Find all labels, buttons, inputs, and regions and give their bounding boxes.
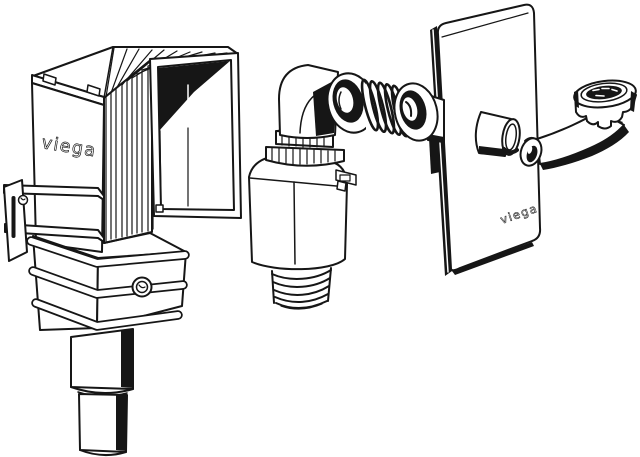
clamp-bands (26, 236, 190, 331)
nut-thread-marks (592, 87, 618, 97)
wall-bracket (3, 179, 105, 262)
frame-shadow (159, 61, 230, 131)
lid-clip (86, 84, 101, 97)
trap-insert (248, 64, 445, 310)
retaining-clip (335, 169, 357, 192)
outlet-sleeve (474, 111, 521, 157)
plate-bottom-edge (452, 242, 534, 275)
bracket-slot (11, 196, 16, 238)
drain-pipe (70, 328, 134, 456)
wall-frame (149, 52, 242, 219)
hose-connector (326, 72, 445, 143)
threaded-outlet (271, 267, 332, 310)
insert-body (248, 155, 348, 271)
sleeve-shading (479, 146, 505, 156)
trap-housing (26, 232, 190, 331)
coupling-nut (573, 79, 637, 130)
pipe-shading (121, 329, 133, 388)
mounting-box: viega (3, 46, 242, 456)
frame-detail (155, 204, 164, 213)
inlet-elbow (278, 64, 339, 139)
bend-shading (540, 125, 629, 170)
lid-clip (42, 73, 57, 86)
pipe-shading (116, 395, 127, 451)
